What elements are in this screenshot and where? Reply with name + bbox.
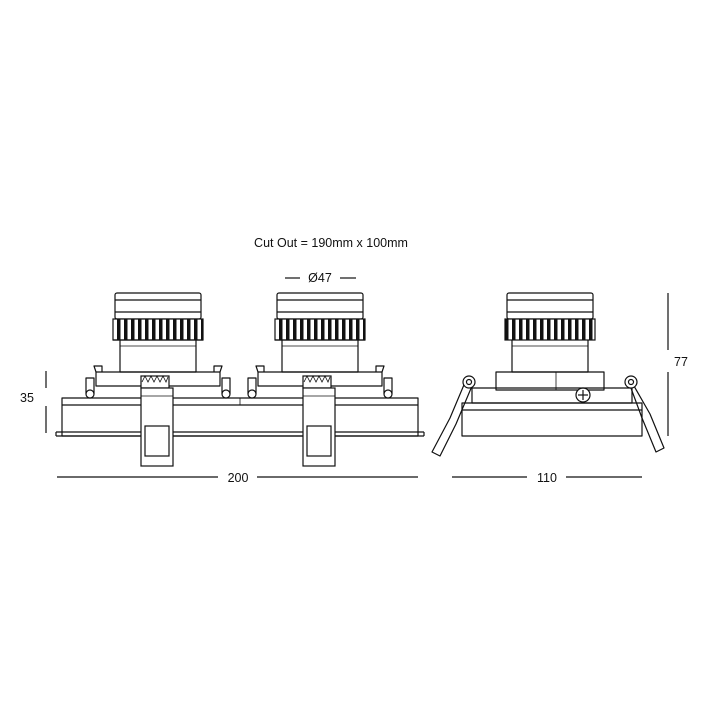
width-dimension-front: 200 <box>57 471 418 485</box>
cut-out-label: Cut Out = 190mm x 100mm <box>254 236 408 250</box>
width-side-label: 110 <box>537 471 557 485</box>
width-front-label: 200 <box>228 471 249 485</box>
front-view <box>55 292 425 467</box>
side-view <box>431 292 665 457</box>
height-dimension-side: 77 <box>667 293 688 436</box>
diameter-label: Ø47 <box>308 271 332 285</box>
height-side-label: 77 <box>674 355 688 369</box>
width-dimension-side: 110 <box>452 471 642 485</box>
height-front-label: 35 <box>20 391 34 405</box>
height-dimension-front: 35 <box>20 371 47 433</box>
diameter-dimension: Ø47 <box>285 271 356 285</box>
